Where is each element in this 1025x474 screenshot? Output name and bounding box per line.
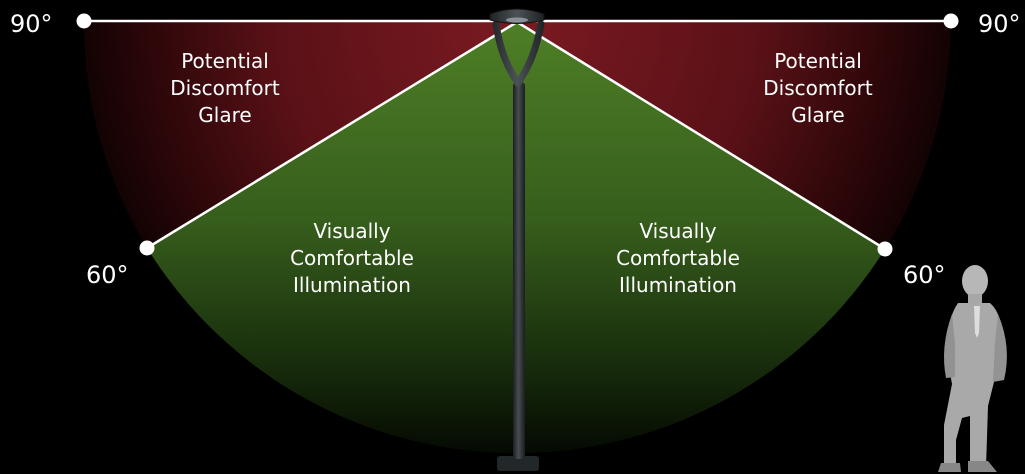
standing-person-icon xyxy=(938,265,1007,472)
zone-label-line: Discomfort xyxy=(763,76,873,100)
zone-label-line: Glare xyxy=(791,103,845,127)
zone-label-line: Illumination xyxy=(293,273,411,297)
luminaire-arms xyxy=(492,20,545,87)
zone-label-line: Comfortable xyxy=(616,246,740,270)
glare-zone xyxy=(83,21,951,249)
zone-label-line: Glare xyxy=(198,103,252,127)
luminaire-head xyxy=(489,8,545,24)
ninety-degree-marker-left xyxy=(76,13,92,29)
zone-label-line: Illumination xyxy=(619,273,737,297)
pole-light-icon xyxy=(489,8,545,471)
luminaire-lens xyxy=(506,17,528,23)
pole-base xyxy=(497,456,539,471)
person-tie xyxy=(974,306,980,338)
sixty-degree-line-left xyxy=(146,20,518,250)
comfort-zone-label-right: Visually Comfortable Illumination xyxy=(588,218,768,299)
zone-label-line: Potential xyxy=(181,49,269,73)
glare-zone-label-right: Potential Discomfort Glare xyxy=(728,48,908,129)
angle-label-top-left: 90° xyxy=(10,10,53,38)
pole-shaft xyxy=(513,82,525,459)
person-right-arm xyxy=(993,314,1007,382)
glare-zone-label-left: Potential Discomfort Glare xyxy=(135,48,315,129)
zone-label-line: Visually xyxy=(313,219,391,243)
ninety-degree-marker-right xyxy=(943,13,959,29)
zone-label-line: Potential xyxy=(774,49,862,73)
angle-label-top-right: 90° xyxy=(978,10,1021,38)
zone-label-line: Discomfort xyxy=(170,76,280,100)
person-head xyxy=(962,265,988,297)
comfort-zone-label-left: Visually Comfortable Illumination xyxy=(262,218,442,299)
person-body xyxy=(944,303,1003,468)
sixty-degree-marker-left xyxy=(139,240,155,256)
sixty-degree-line-right xyxy=(516,20,886,251)
zone-label-line: Visually xyxy=(639,219,717,243)
person-shoes xyxy=(938,461,997,472)
angle-label-mid-right: 60° xyxy=(903,261,946,289)
sixty-degree-marker-right xyxy=(877,241,893,257)
person-left-arm xyxy=(944,314,955,378)
angle-label-mid-left: 60° xyxy=(86,261,129,289)
zone-label-line: Comfortable xyxy=(290,246,414,270)
